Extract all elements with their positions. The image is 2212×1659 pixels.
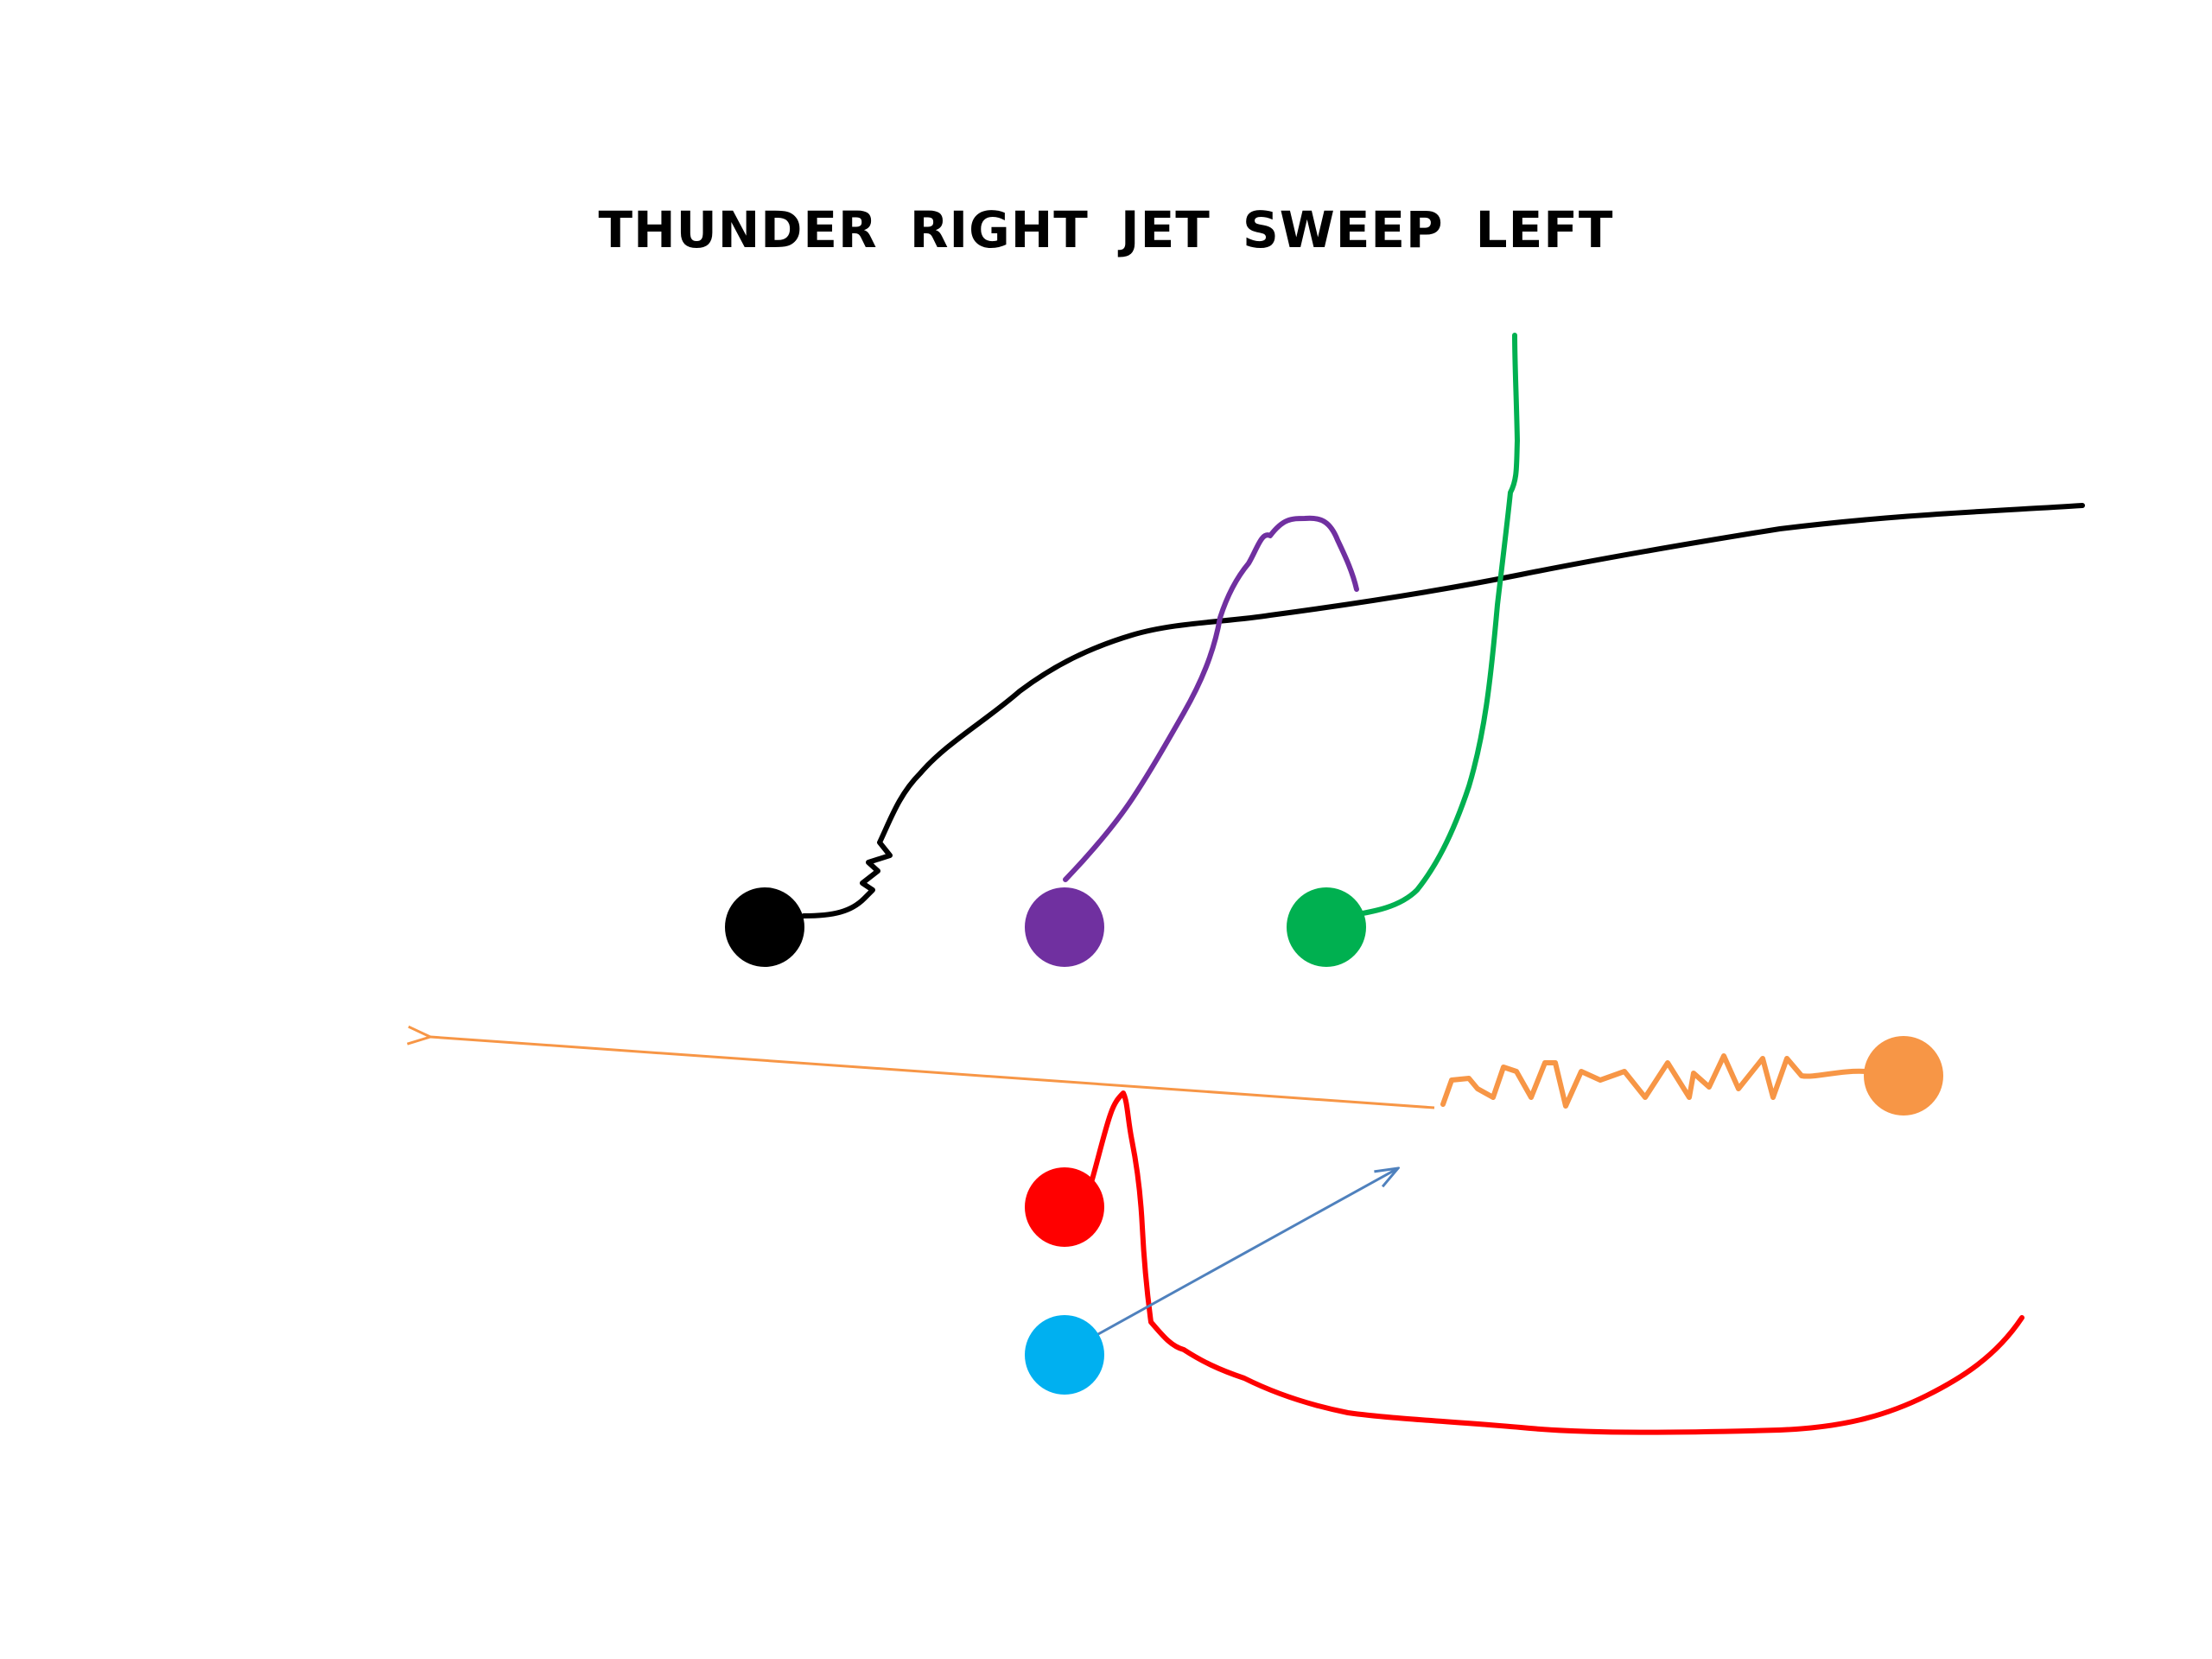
red-route-line [1088, 1090, 2024, 1435]
player-green [1287, 887, 1366, 967]
green-route-line [1345, 333, 1520, 918]
black-route-line [801, 503, 2085, 918]
play-title: THUNDER RIGHT JET SWEEP LEFT [598, 200, 1614, 259]
orange-sweep-arrow [430, 1037, 1435, 1109]
player-black [725, 887, 804, 967]
player-purple [1025, 887, 1104, 967]
player-red [1025, 1167, 1104, 1247]
orange-motion-line [1440, 1053, 1869, 1109]
player-orange [1864, 1036, 1943, 1116]
purple-route-line [1063, 515, 1359, 882]
player-blue [1025, 1315, 1104, 1395]
blue-route-arrow [1065, 1168, 1398, 1354]
